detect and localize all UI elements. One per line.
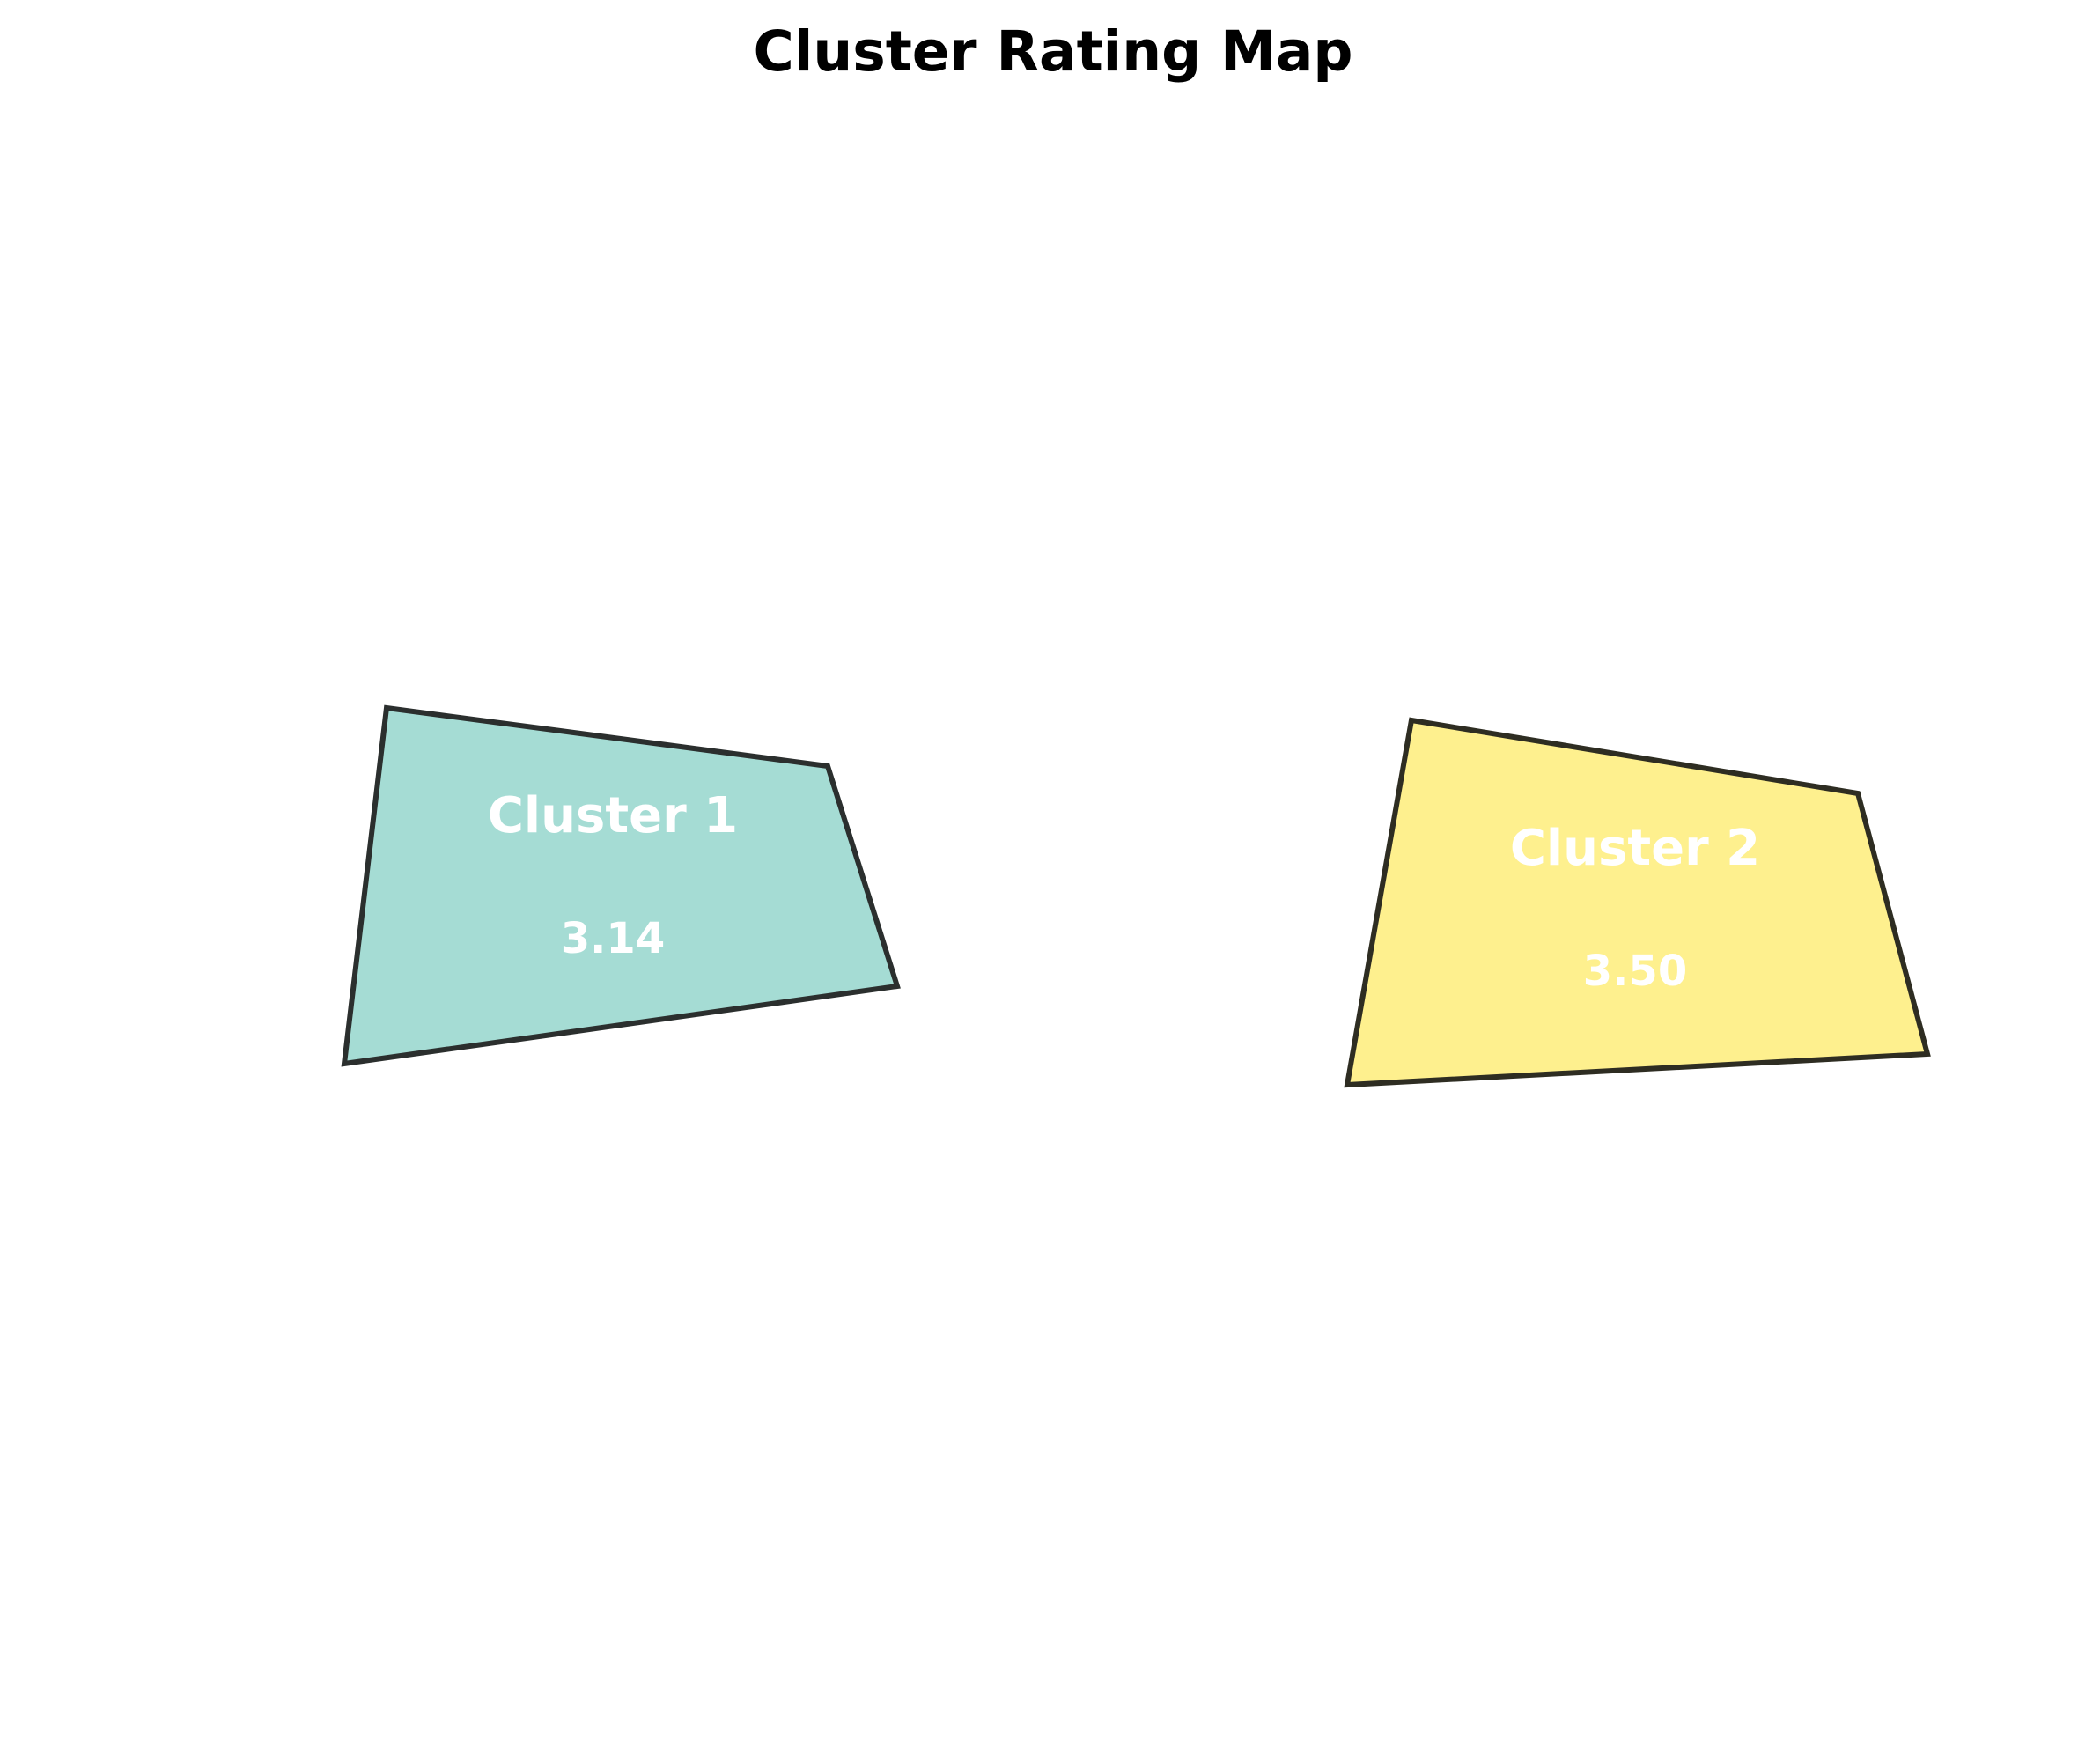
region-label-cluster-2: Cluster 2: [1510, 820, 1760, 877]
map-regions: Cluster 1 3.14 Cluster 2 3.50: [341, 704, 1931, 1088]
region-value-cluster-1: 3.14: [561, 914, 665, 963]
region-cluster-2: [1344, 717, 1931, 1088]
region-value-cluster-2: 3.50: [1583, 947, 1687, 996]
chart-title: Cluster Rating Map: [754, 19, 1353, 84]
region-label-cluster-1: Cluster 1: [488, 787, 738, 844]
region-cluster-1: [341, 704, 901, 1067]
